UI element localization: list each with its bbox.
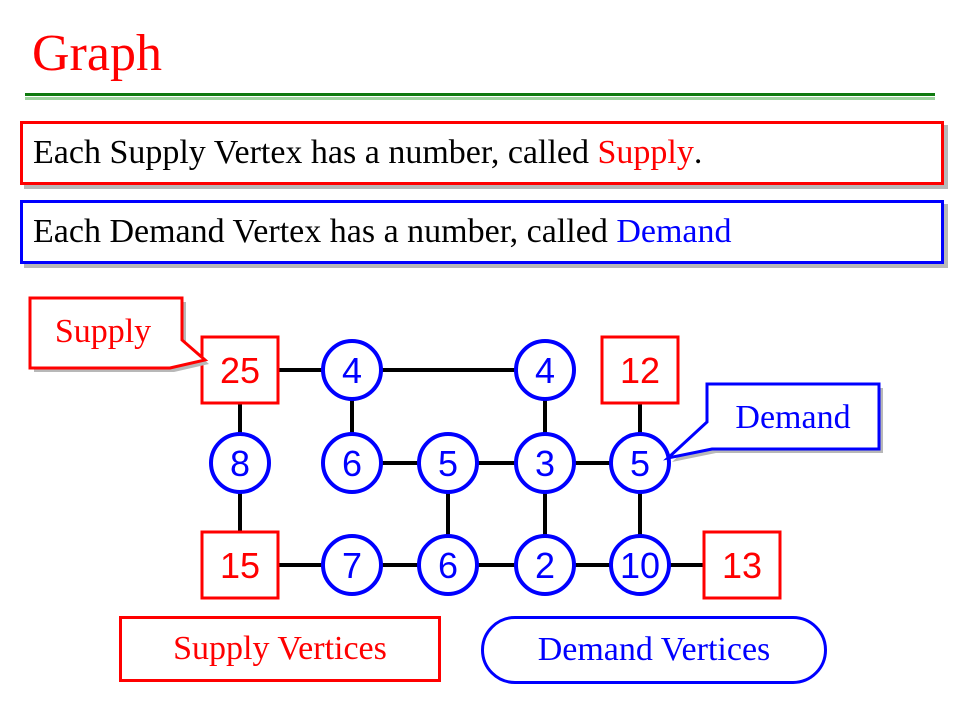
vertex-label-d4a: 4 — [342, 350, 362, 391]
demand-vertex-d8 — [209, 432, 271, 494]
vertex-label-d3: 3 — [535, 443, 555, 484]
demand-callout-label: Demand — [735, 399, 850, 436]
vertex-label-s25: 25 — [220, 350, 260, 391]
supply-definition-prefix: Each Supply Vertex has a number, called — [33, 134, 598, 171]
supply-vertex-s25 — [200, 335, 280, 405]
demand-vertex-d3 — [514, 432, 576, 494]
vertex-label-s13: 13 — [722, 545, 762, 586]
demand-vertex-d4a — [321, 339, 383, 401]
vertex-label-d10: 10 — [620, 545, 660, 586]
supply-vertices-legend: Supply Vertices — [119, 616, 441, 682]
demand-definition-box: Each Demand Vertex has a number, called … — [20, 200, 944, 264]
vertex-label-s15: 15 — [220, 545, 260, 586]
supply-vertex-s12 — [600, 335, 680, 405]
demand-vertex-d4b — [514, 339, 576, 401]
supply-vertices-legend-label: Supply Vertices — [173, 630, 387, 667]
vertex-label-d8: 8 — [230, 443, 250, 484]
page-title: Graph — [32, 25, 162, 82]
vertex-label-d5b: 5 — [630, 443, 650, 484]
supply-callout-label: Supply — [55, 313, 151, 350]
demand-vertex-d6b — [417, 534, 479, 596]
vertex-label-d4b: 4 — [535, 350, 555, 391]
demand-vertex-d5b — [609, 432, 671, 494]
demand-vertex-d10 — [609, 534, 671, 596]
supply-vertex-s15 — [200, 530, 280, 600]
demand-vertex-d2 — [514, 534, 576, 596]
demand-vertices-legend: Demand Vertices — [481, 616, 827, 684]
vertex-label-s12: 12 — [620, 350, 660, 391]
demand-callout — [663, 382, 881, 461]
demand-vertex-d5a — [417, 432, 479, 494]
vertex-label-d2: 2 — [535, 545, 555, 586]
supply-callout — [28, 296, 209, 370]
demand-vertex-d6a — [321, 432, 383, 494]
demand-definition-term: Demand — [616, 213, 732, 250]
supply-definition-suffix: . — [693, 134, 703, 171]
vertex-label-d5a: 5 — [438, 443, 458, 484]
vertex-label-d7: 7 — [342, 545, 362, 586]
vertex-label-d6a: 6 — [342, 443, 362, 484]
supply-definition-box: Each Supply Vertex has a number, called … — [20, 121, 944, 185]
demand-vertices-legend-label: Demand Vertices — [537, 631, 771, 668]
vertex-label-d6b: 6 — [438, 545, 458, 586]
title-underline — [25, 93, 935, 100]
supply-definition-term: Supply — [597, 134, 694, 171]
supply-vertex-s13 — [702, 530, 782, 600]
demand-definition-prefix: Each Demand Vertex has a number, called — [33, 213, 617, 250]
demand-vertex-d7 — [321, 534, 383, 596]
